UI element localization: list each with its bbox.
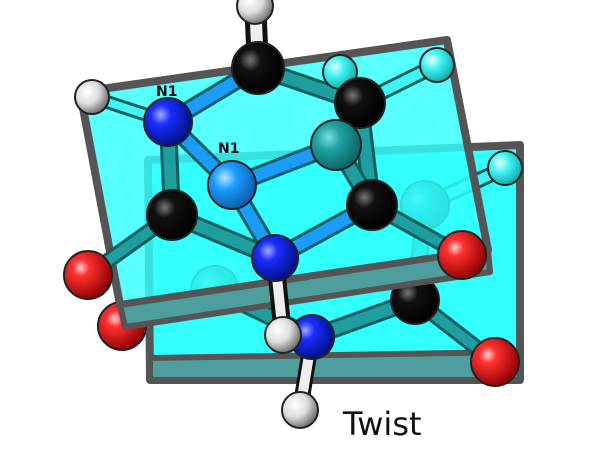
hydrogen-atom <box>236 0 274 25</box>
hydrogen-atom <box>487 150 523 186</box>
oxygen-atom <box>63 250 113 300</box>
hydrogen-atom <box>419 47 455 83</box>
carbon-atom <box>334 77 386 129</box>
hydrogen-atom <box>74 79 110 115</box>
hydrogen-atom <box>264 316 302 354</box>
nitrogen-atom <box>251 234 299 282</box>
hydrogen-atom <box>281 391 319 429</box>
carbon-atom <box>346 179 398 231</box>
oxygen-atom <box>470 337 520 387</box>
atom-label: N1 <box>218 141 239 157</box>
carbon-atom <box>146 189 198 241</box>
nitrogen-atom <box>143 97 193 147</box>
carbon-atom <box>231 41 285 95</box>
oxygen-atom <box>437 230 487 280</box>
upper-molecule-atoms <box>63 0 487 354</box>
nitrogen-atom <box>207 160 257 210</box>
atom-label: N1 <box>156 84 177 100</box>
carbon-atom <box>310 119 362 171</box>
diagram-caption: Twist <box>342 405 422 443</box>
